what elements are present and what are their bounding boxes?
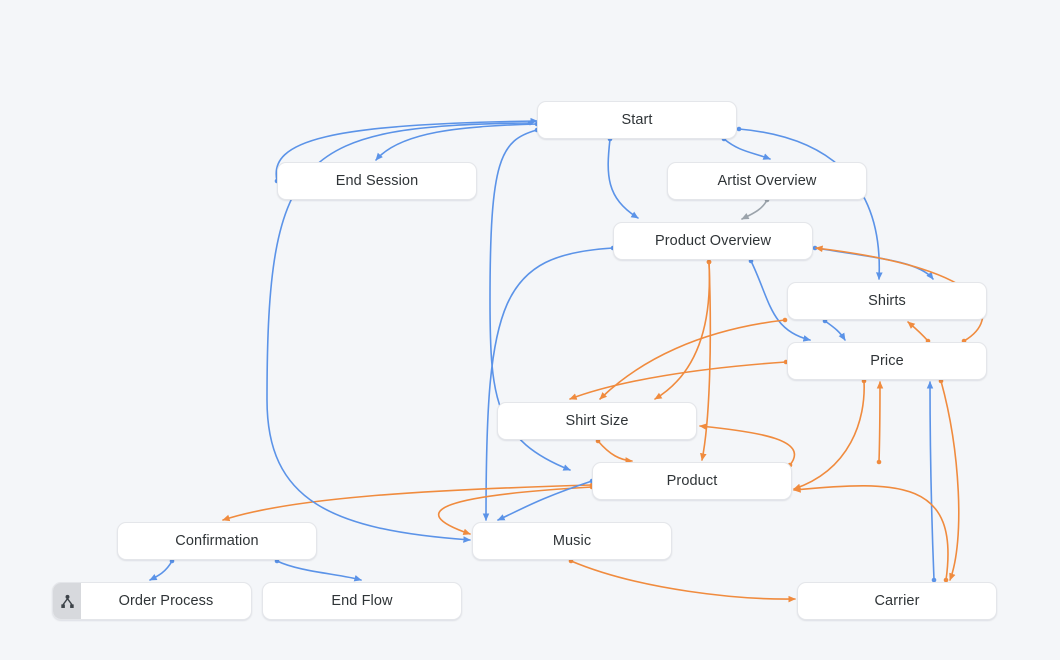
node-label: Shirt Size [565, 413, 629, 429]
node-label: End Session [335, 173, 419, 189]
node-label: Music [552, 533, 592, 549]
node-label: Carrier [874, 593, 920, 609]
node-shirt-size[interactable]: Shirt Size [497, 402, 697, 440]
node-price[interactable]: Price [787, 342, 987, 380]
node-label: Product Overview [654, 233, 772, 249]
node-confirmation[interactable]: Confirmation [117, 522, 317, 560]
edge-product-to-music[interactable] [497, 478, 595, 521]
edge-carrier-to-product[interactable] [793, 484, 949, 583]
edge-product-overview-to-shirt-size[interactable] [654, 259, 712, 400]
edge-music-to-carrier[interactable] [568, 558, 796, 603]
node-shirts[interactable]: Shirts [787, 282, 987, 320]
edge-start-to-confirmation[interactable] [266, 120, 533, 543]
edge-shirts-to-price[interactable] [822, 318, 846, 341]
node-label: Shirts [868, 293, 906, 309]
node-end-session[interactable]: End Session [277, 162, 477, 200]
node-start[interactable]: Start [537, 101, 737, 139]
node-label: Confirmation [175, 533, 259, 549]
node-label: Start [621, 112, 653, 128]
edge-confirmation-to-order-process[interactable] [149, 558, 175, 581]
edge-shirt-size-to-product[interactable] [595, 438, 633, 464]
node-product[interactable]: Product [592, 462, 792, 500]
edge-price-to-shirts[interactable] [907, 321, 931, 344]
edge-confirmation-to-end-flow[interactable] [274, 558, 362, 582]
node-label: End Flow [331, 593, 393, 609]
edge-price-to-carrier[interactable] [938, 378, 960, 581]
edge-start-to-artist-overview[interactable] [721, 136, 771, 160]
edge-product-overview-to-price[interactable] [748, 258, 811, 342]
node-label: Artist Overview [717, 173, 817, 189]
edge-product-to-shirt-size[interactable] [699, 423, 796, 468]
edge-carrier-to-price[interactable] [926, 381, 937, 583]
node-order-process[interactable]: Order Process [52, 582, 252, 620]
edge-price-to-product[interactable] [793, 378, 867, 491]
node-end-flow[interactable]: End Flow [262, 582, 462, 620]
node-carrier[interactable]: Carrier [797, 582, 997, 620]
edge-product-overview-to-shirts[interactable] [812, 245, 934, 280]
edge-artist-overview-to-product-overview[interactable] [741, 197, 770, 220]
node-music[interactable]: Music [472, 522, 672, 560]
node-label: Order Process [118, 593, 214, 609]
node-artist-overview[interactable]: Artist Overview [667, 162, 867, 200]
edge-product-to-price[interactable] [876, 381, 884, 465]
node-label: Price [870, 353, 904, 369]
hierarchy-icon [53, 583, 81, 619]
node-label: Product [666, 473, 718, 489]
node-product-overview[interactable]: Product Overview [613, 222, 813, 260]
edge-start-to-product-overview[interactable] [607, 136, 639, 219]
